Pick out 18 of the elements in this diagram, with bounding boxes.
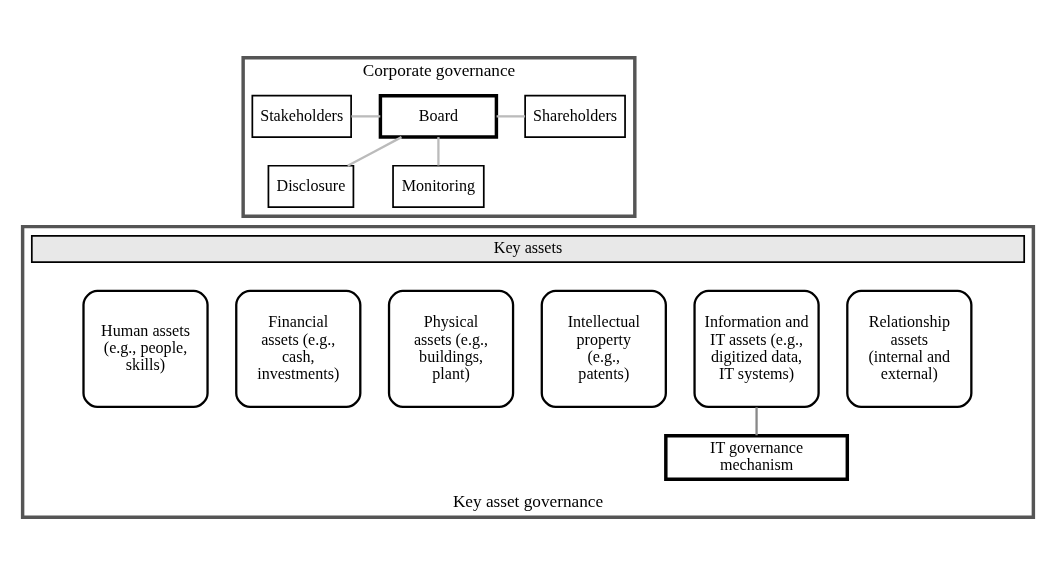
node-box: Board — [378, 93, 499, 139]
node-box: Information and IT assets (e.g., digitized data, IT systems) — [693, 289, 820, 408]
connector — [351, 114, 381, 117]
node-box: IT governance mechanism — [664, 433, 850, 481]
node-box: Disclosure — [267, 164, 355, 208]
node-box: Monitoring — [392, 164, 485, 208]
connector — [437, 136, 440, 165]
node-box: Intellectual property (e.g., patents) — [540, 289, 667, 408]
connector — [496, 114, 526, 117]
node-box: Key assets — [30, 234, 1026, 263]
connector — [347, 135, 403, 167]
node-box: Stakeholders — [251, 94, 352, 138]
node-box: Shareholders — [524, 94, 626, 138]
node-box: Physical assets (e.g., buildings, plant) — [387, 289, 515, 408]
node-box: Financial assets (e.g., cash, investments) — [235, 289, 362, 408]
connector — [755, 406, 758, 435]
node-box: Relationship assets (internal and external) — [846, 289, 973, 408]
node-box: Human assets (e.g., people, skills) — [82, 289, 209, 408]
